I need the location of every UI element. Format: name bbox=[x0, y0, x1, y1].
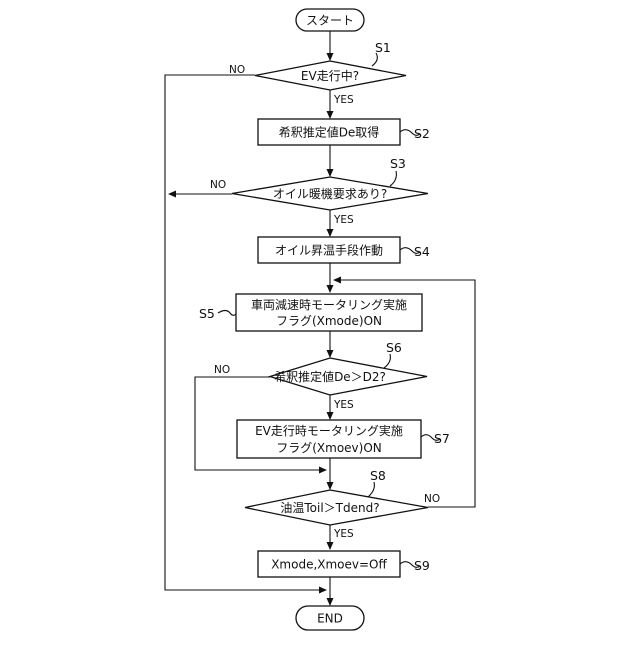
s8-leader bbox=[368, 482, 374, 497]
process-s9-text: Xmode,Xmoev=Off bbox=[271, 558, 387, 572]
step-label-s4: S4 bbox=[414, 244, 430, 259]
process-s7-line2: フラグ(Xmoev)ON bbox=[276, 441, 382, 455]
step-label-s8: S8 bbox=[370, 468, 386, 483]
step-label-s5: S5 bbox=[199, 306, 215, 321]
s8-no-label: NO bbox=[424, 493, 440, 505]
s1-no-label: NO bbox=[229, 64, 245, 76]
end-label: END bbox=[317, 612, 343, 626]
s8-yes-label: YES bbox=[333, 528, 354, 540]
decision-s1-text: EV走行中? bbox=[301, 68, 359, 83]
process-s7: EV走行時モータリング実施 フラグ(Xmoev)ON bbox=[237, 420, 421, 458]
decision-s8: 油温Toil＞Tdend? bbox=[245, 490, 428, 525]
s6-yes-label: YES bbox=[333, 399, 354, 411]
step-label-s6: S6 bbox=[386, 340, 402, 355]
step-label-s3: S3 bbox=[390, 156, 406, 171]
decision-s8-text: 油温Toil＞Tdend? bbox=[280, 501, 379, 515]
decision-s3-text: オイル暖機要求あり? bbox=[273, 186, 387, 201]
step-label-s9: S9 bbox=[414, 558, 430, 573]
step-label-s2: S2 bbox=[414, 126, 430, 141]
s3-yes-label: YES bbox=[333, 214, 354, 226]
start-terminal: スタート bbox=[296, 9, 364, 31]
s3-leader bbox=[390, 171, 396, 186]
process-s7-line1: EV走行時モータリング実施 bbox=[255, 423, 403, 438]
decision-s3: オイル暖機要求あり? bbox=[232, 177, 428, 210]
process-s2: 希釈推定値De取得 bbox=[258, 119, 400, 145]
step-label-s7: S7 bbox=[434, 431, 450, 446]
process-s9: Xmode,Xmoev=Off bbox=[258, 551, 400, 577]
decision-s1: EV走行中? bbox=[255, 61, 406, 90]
end-terminal: END bbox=[296, 606, 364, 630]
s6-leader bbox=[384, 354, 390, 368]
process-s5-line1: 車両減速時モータリング実施 bbox=[251, 297, 407, 312]
process-s4-text: オイル昇温手段作動 bbox=[275, 243, 383, 258]
s5-leader bbox=[218, 311, 236, 316]
step-label-s1: S1 bbox=[375, 40, 391, 55]
start-label: スタート bbox=[306, 14, 354, 28]
process-s2-text: 希釈推定値De取得 bbox=[279, 125, 380, 140]
process-s5: 車両減速時モータリング実施 フラグ(Xmode)ON bbox=[236, 294, 422, 331]
decision-s6: 希釈推定値De＞D2? bbox=[270, 358, 427, 395]
s6-no-label: NO bbox=[214, 364, 230, 376]
process-s4: オイル昇温手段作動 bbox=[258, 237, 400, 263]
process-s5-line2: フラグ(Xmode)ON bbox=[276, 314, 382, 328]
s1-yes-label: YES bbox=[333, 94, 354, 106]
decision-s6-text: 希釈推定値De＞D2? bbox=[274, 369, 386, 384]
s3-no-label: NO bbox=[210, 179, 226, 191]
